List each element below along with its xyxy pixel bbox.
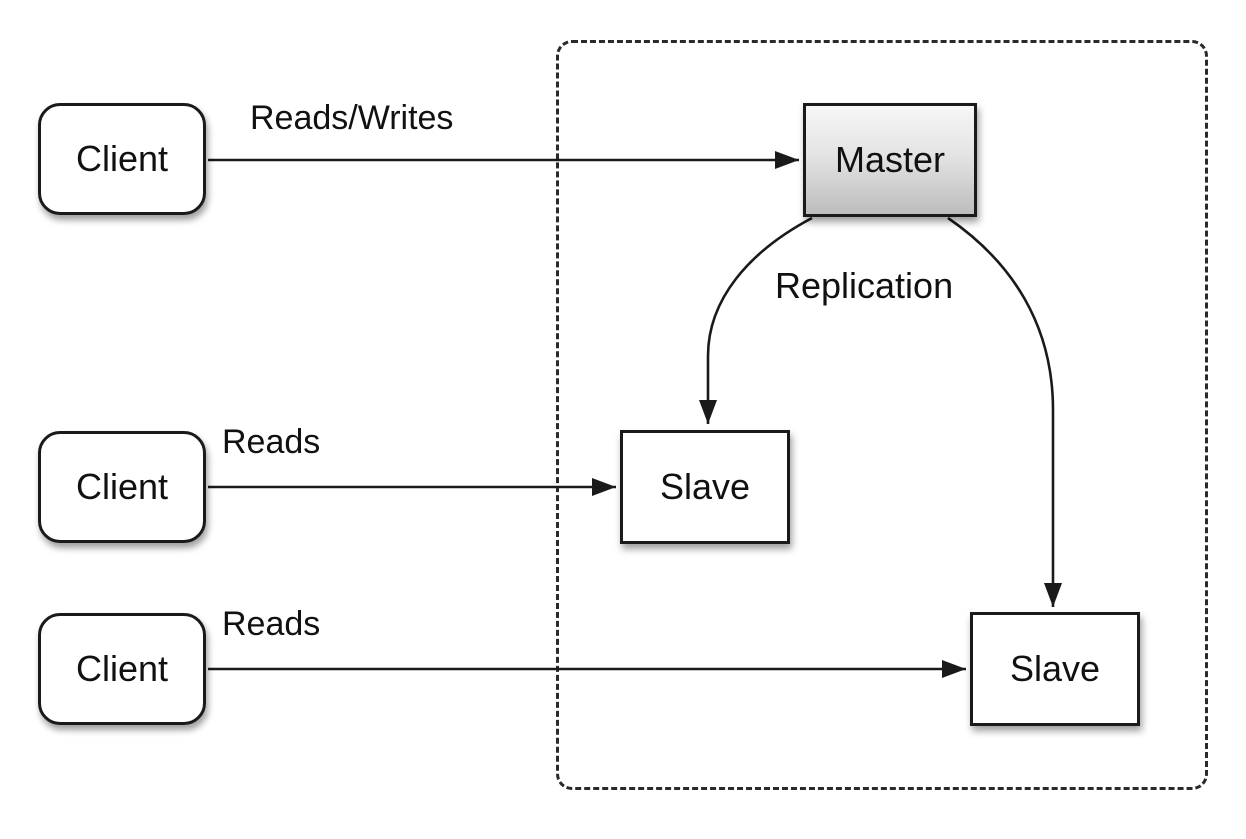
database-cluster-boundary	[556, 40, 1208, 790]
edge-replication-right-arrow	[947, 216, 1062, 607]
node-client-3: Client	[38, 613, 206, 725]
edge-label-replication: Replication	[775, 265, 954, 306]
node-client-3-label: Client	[75, 648, 169, 689]
node-client-1-label: Client	[75, 138, 169, 179]
node-slave-2-label: Slave	[1009, 648, 1101, 689]
node-client-2: Client	[38, 431, 206, 543]
node-slave-1-label: Slave	[659, 466, 751, 507]
edge-label-reads-writes: Reads/Writes	[250, 99, 454, 137]
edge-label-reads-bottom: Reads	[222, 605, 321, 643]
node-client-2-label: Client	[75, 466, 169, 507]
node-slave-1: Slave	[620, 430, 790, 544]
edge-replication-left-arrow	[699, 216, 813, 424]
node-slave-2: Slave	[970, 612, 1140, 726]
node-master-label: Master	[834, 139, 946, 180]
node-master: Master	[803, 103, 977, 217]
edge-label-reads-mid: Reads	[222, 423, 321, 461]
node-client-1: Client	[38, 103, 206, 215]
